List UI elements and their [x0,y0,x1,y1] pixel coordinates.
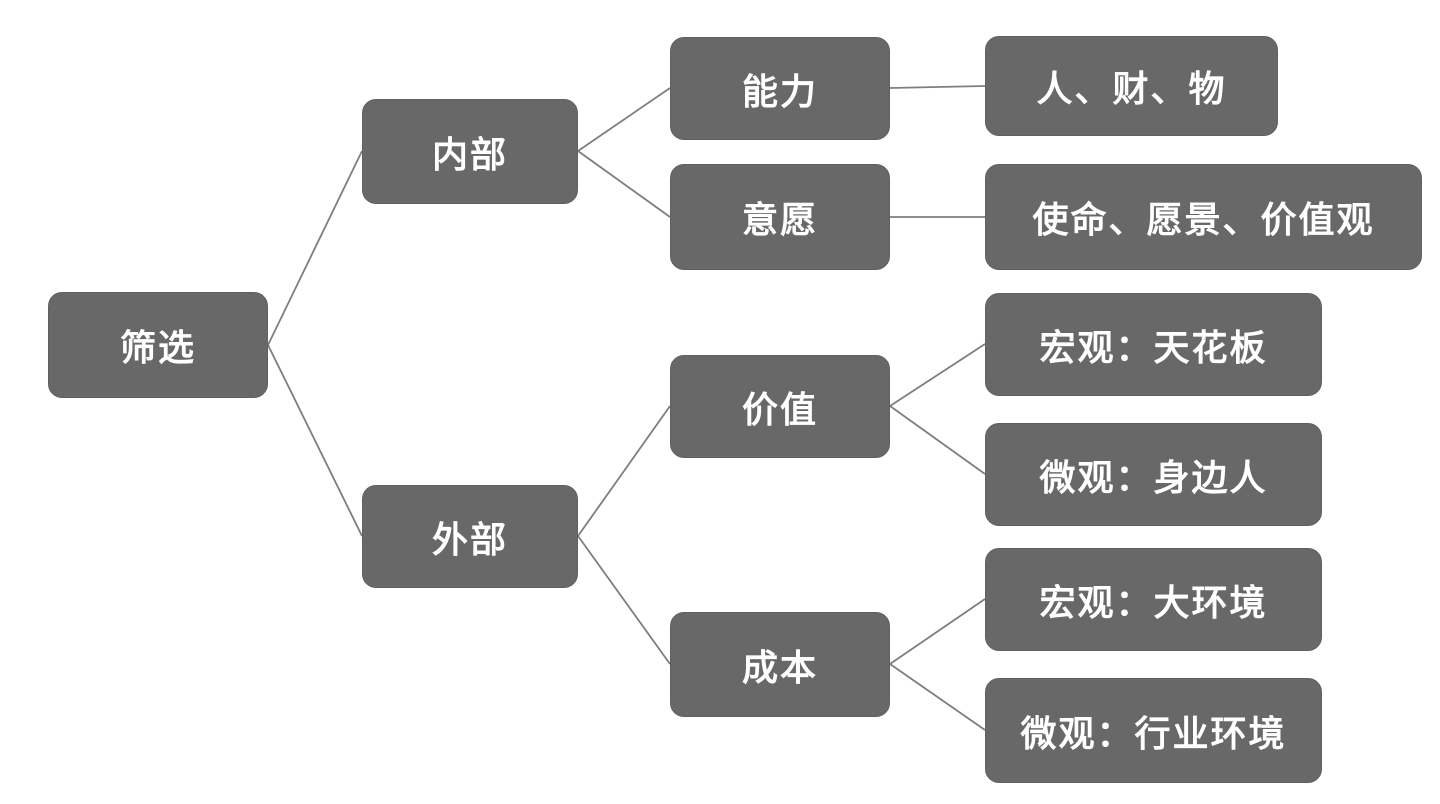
node-cost: 成本 [670,612,890,717]
edge-internal-willingness [577,150,671,218]
node-micro-industry-environment: 微观：行业环境 [985,678,1322,783]
edge-ability-people-money-things [889,85,986,89]
edge-cost-macro-environment [889,598,986,665]
node-root-filter: 筛选 [48,292,268,398]
node-willingness: 意愿 [670,164,890,270]
edge-external-cost [577,535,671,665]
edge-value-micro-people [889,405,986,475]
node-macro-ceiling: 宏观：天花板 [985,293,1322,396]
node-macro-environment: 宏观：大环境 [985,548,1322,651]
node-micro-people-around: 微观：身边人 [985,423,1322,526]
edge-external-value [577,405,671,537]
edge-cost-micro-industry [889,663,986,731]
node-external: 外部 [362,485,578,588]
node-value: 价值 [670,355,890,458]
node-mission-vision-values: 使命、愿景、价值观 [985,164,1422,270]
node-internal: 内部 [362,99,578,204]
edge-root-internal [267,150,363,346]
edge-root-external [267,344,363,537]
node-people-money-things: 人、财、物 [985,36,1278,136]
edge-value-macro-ceiling [889,343,986,407]
node-ability: 能力 [670,37,890,140]
edge-internal-ability [577,87,671,152]
